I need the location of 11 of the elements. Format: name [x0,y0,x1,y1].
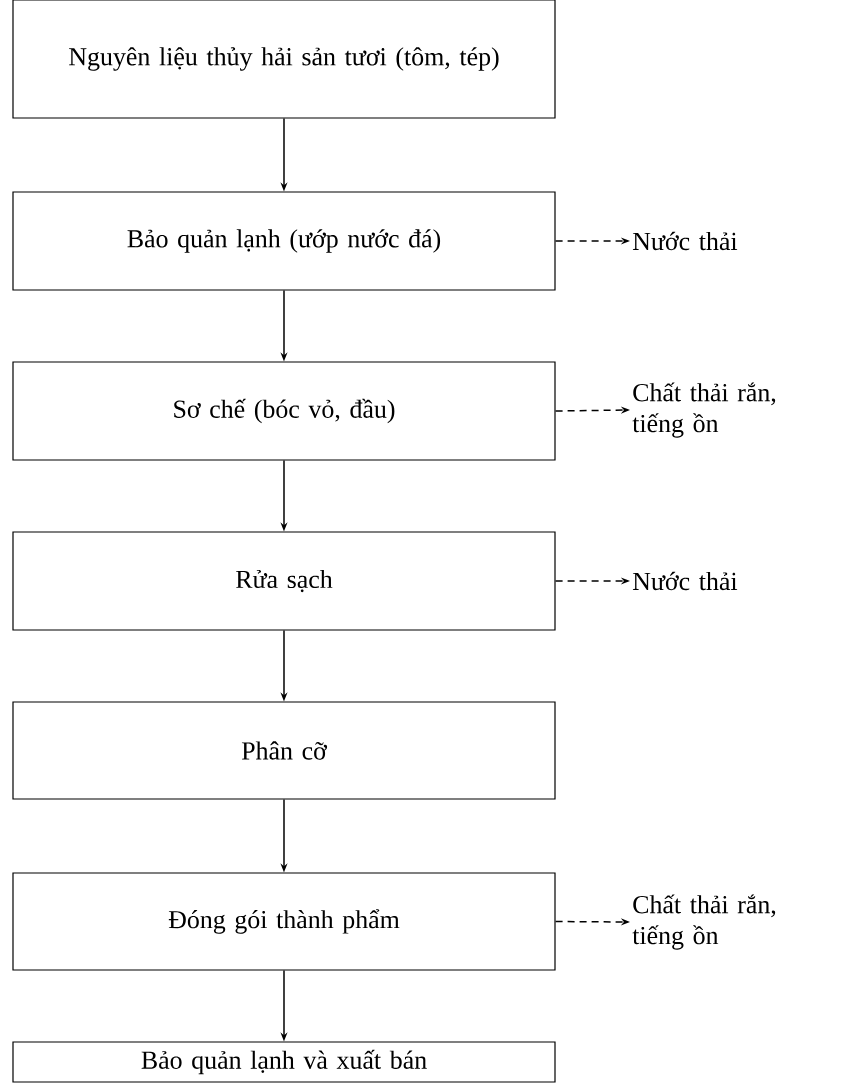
output-label: Chất thải rắn, tiếng ồn [632,894,776,950]
process-box: Bảo quản lạnh (ướp nước đá) [12,191,556,291]
output-label: Nước thải [632,571,738,591]
process-box: Sơ chế (bóc vỏ, đầu) [12,361,556,461]
process-box: Nguyên liệu thủy hải sản tươi (tôm, tép) [12,0,556,119]
process-box: Phân cỡ [12,701,556,800]
output-label: Chất thải rắn, tiếng ồn [632,382,776,438]
process-box: Rửa sạch [12,531,556,631]
process-box: Đóng gói thành phẩm [12,872,556,971]
output-label: Nước thải [632,231,738,251]
process-box: Bảo quản lạnh và xuất bán [12,1041,556,1083]
